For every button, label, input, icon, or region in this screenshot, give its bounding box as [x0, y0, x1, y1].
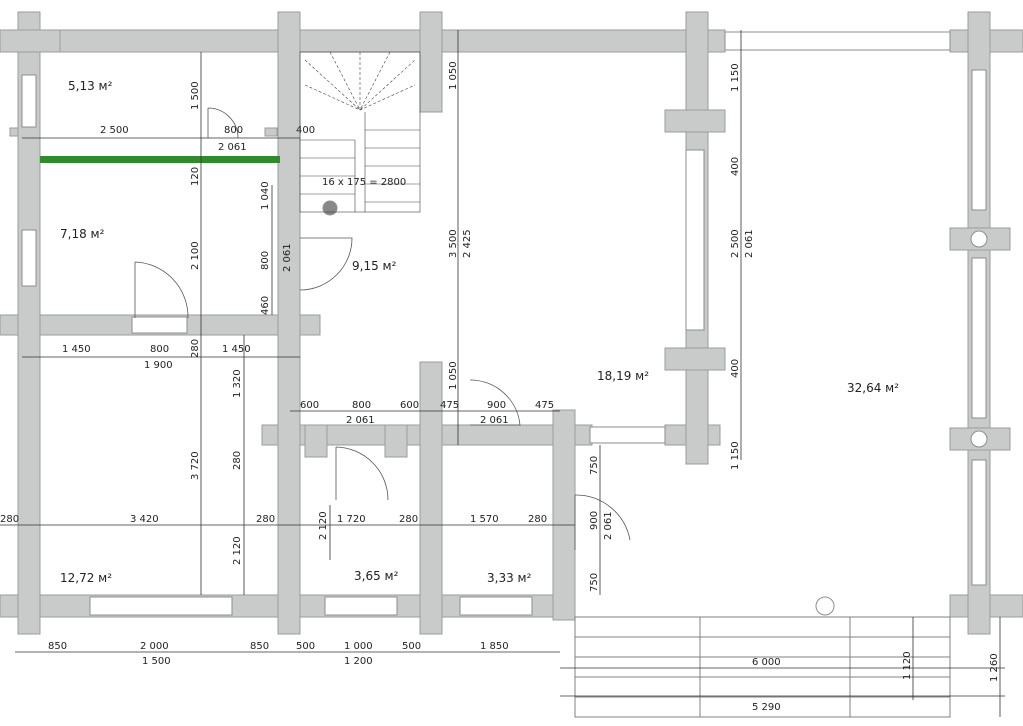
- dim-label: 800: [352, 400, 371, 411]
- dimension-lines: [0, 30, 1005, 717]
- dim-label: 800: [260, 251, 271, 270]
- dim-label: 2 000: [140, 641, 169, 652]
- dim-label: 1 150: [730, 63, 741, 92]
- dim-label: 1 000: [344, 641, 373, 652]
- dim-label: 750: [589, 456, 600, 475]
- room-labels: 5,13 м² 7,18 м² 9,15 м² 18,19 м² 32,64 м…: [60, 79, 899, 585]
- dim-label: 2 061: [744, 229, 755, 258]
- dim-label: 2 120: [232, 536, 243, 565]
- dim-label: 1 120: [902, 651, 913, 680]
- dim-label: 3 420: [130, 514, 159, 525]
- room-area-7-18: 7,18 м²: [60, 227, 105, 241]
- dim-label: 1 720: [337, 514, 366, 525]
- windows: [21, 31, 987, 616]
- room-area-18-19: 18,19 м²: [597, 369, 649, 383]
- dim-label: 3 500: [448, 229, 459, 258]
- dim-label: 280: [190, 339, 201, 358]
- dim-label: 850: [250, 641, 269, 652]
- dim-label: 5 290: [752, 702, 781, 713]
- dim-label: 2 061: [480, 415, 509, 426]
- dim-label: 1 260: [989, 653, 1000, 682]
- dim-label: 400: [296, 125, 315, 136]
- room-area-32-64: 32,64 м²: [847, 381, 899, 395]
- dim-label: 280: [232, 451, 243, 470]
- dim-label: 1 500: [190, 81, 201, 110]
- dim-label: 1 200: [344, 656, 373, 667]
- dim-label: 500: [402, 641, 421, 652]
- dim-label: 280: [0, 514, 19, 525]
- room-area-12-72: 12,72 м²: [60, 571, 112, 585]
- dim-label: 400: [730, 157, 741, 176]
- dim-label: 800: [150, 344, 169, 355]
- dim-label: 2 100: [190, 241, 201, 270]
- dim-label: 1 050: [448, 361, 459, 390]
- room-area-3-65: 3,65 м²: [354, 569, 399, 583]
- dim-label: 2 500: [730, 229, 741, 258]
- doors: [134, 107, 631, 550]
- dim-label: 2 061: [603, 511, 614, 540]
- dim-label: 280: [528, 514, 547, 525]
- dim-label: 120: [190, 167, 201, 186]
- dim-label: 280: [256, 514, 275, 525]
- dim-label: 2 425: [462, 229, 473, 258]
- dim-label: 1 850: [480, 641, 509, 652]
- dim-label: 400: [730, 359, 741, 378]
- dim-label: 1 450: [222, 344, 251, 355]
- dim-label: 750: [589, 573, 600, 592]
- dimension-labels: 2 500 800 2 061 400 1 500 120 2 100 1 04…: [0, 61, 1000, 713]
- dim-label: 2 061: [282, 243, 293, 272]
- dim-label: 475: [440, 400, 459, 411]
- dim-label: 1 570: [470, 514, 499, 525]
- room-area-5-13: 5,13 м²: [68, 79, 113, 93]
- dim-label: 3 720: [190, 451, 201, 480]
- dim-label: 1 050: [448, 61, 459, 90]
- dim-label: 1 150: [730, 441, 741, 470]
- dim-label: 1 500: [142, 656, 171, 667]
- accent-bar: [40, 156, 280, 163]
- dim-label: 1 040: [260, 181, 271, 210]
- staircase: 16 x 175 = 2800: [299, 51, 421, 213]
- dim-label: 600: [400, 400, 419, 411]
- dim-label: 1 450: [62, 344, 91, 355]
- dim-label: 2 061: [218, 142, 247, 153]
- room-area-9-15: 9,15 м²: [352, 259, 397, 273]
- dim-label: 1 900: [144, 360, 173, 371]
- dim-label: 2 120: [318, 511, 329, 540]
- dim-label: 2 500: [100, 125, 129, 136]
- dim-label: 800: [224, 125, 243, 136]
- terrace-deck: [574, 616, 951, 718]
- dim-label: 500: [296, 641, 315, 652]
- dim-label: 900: [589, 511, 600, 530]
- dim-label: 280: [399, 514, 418, 525]
- room-area-3-33: 3,33 м²: [487, 571, 532, 585]
- dim-label: 850: [48, 641, 67, 652]
- dim-label: 460: [260, 296, 271, 315]
- dim-label: 1 320: [232, 369, 243, 398]
- dim-label: 2 061: [346, 415, 375, 426]
- dim-label: 900: [487, 400, 506, 411]
- stair-note: 16 x 175 = 2800: [322, 177, 406, 188]
- dim-label: 475: [535, 400, 554, 411]
- dim-label: 6 000: [752, 657, 781, 668]
- dim-label: 600: [300, 400, 319, 411]
